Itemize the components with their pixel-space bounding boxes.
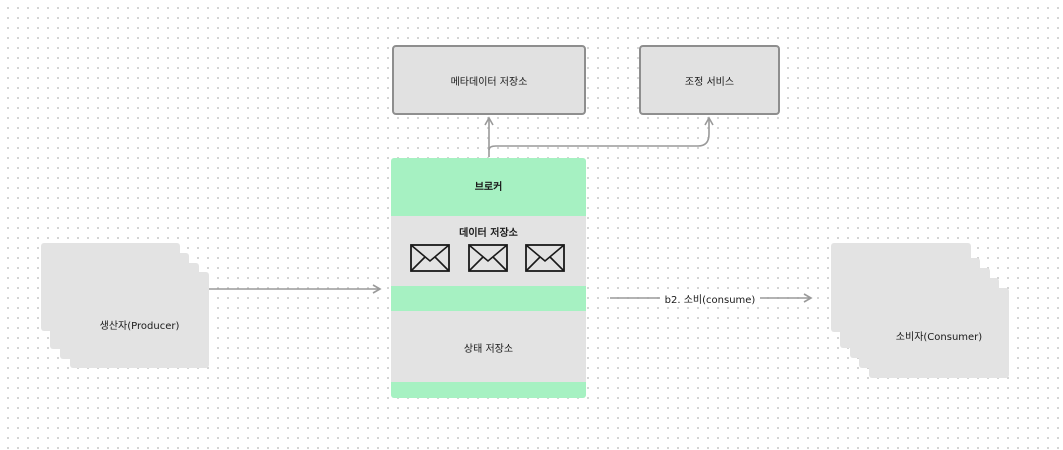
data-store-section: 데이터 저장소 [391, 216, 586, 286]
metadata-store-label: 메타데이터 저장소 [450, 76, 528, 88]
broker-node[interactable]: 브로커 데이터 저장소 상태 저장소 [391, 158, 586, 398]
broker-to-coordination-arrow [488, 116, 714, 151]
consume-edge-label: b2. 소비(consume) [660, 291, 760, 306]
data-store-title: 데이터 저장소 [459, 228, 518, 239]
broker-title: 브로커 [474, 182, 503, 193]
coordination-service-label: 조정 서비스 [684, 76, 735, 88]
producer-label: 생산자(Producer) [99, 321, 180, 332]
state-store-section: 상태 저장소 [391, 311, 586, 382]
envelope-icon [468, 244, 508, 272]
state-store-title: 상태 저장소 [463, 344, 514, 355]
consumer-label: 소비자(Consumer) [895, 332, 983, 343]
consumer-card [831, 243, 971, 332]
producer-card [41, 243, 180, 331]
envelope-icon [410, 244, 450, 272]
envelope-icon [525, 244, 565, 272]
coordination-service-node[interactable]: 조정 서비스 [639, 45, 780, 115]
metadata-store-node[interactable]: 메타데이터 저장소 [392, 45, 586, 115]
